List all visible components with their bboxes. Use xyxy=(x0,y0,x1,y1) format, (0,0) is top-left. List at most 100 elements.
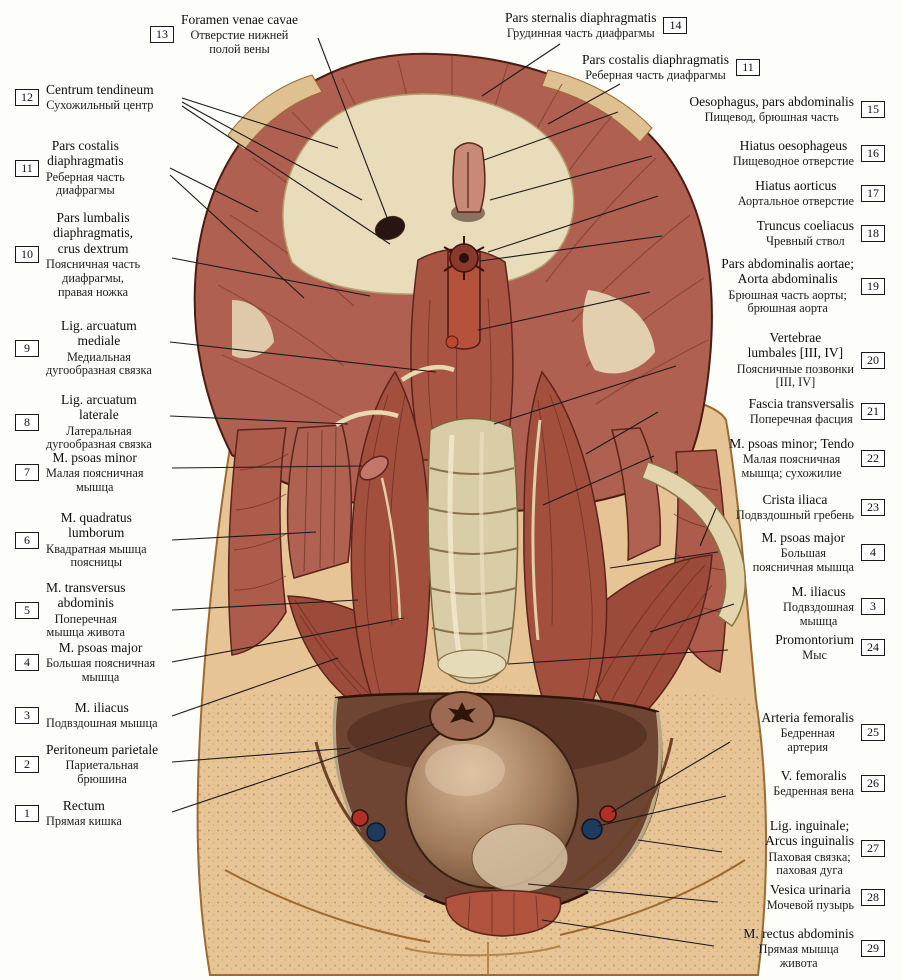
label-latin: M. rectus abdominis xyxy=(743,926,854,941)
transversus-abdominis-left xyxy=(227,427,289,656)
label-latin: M. quadratus lumborum xyxy=(60,510,132,541)
renal-branch xyxy=(445,335,459,349)
label-arteria-femoralis: Arteria femoralis Бедренная артерия 25 xyxy=(761,710,885,755)
label-number-box: 22 xyxy=(861,450,885,468)
label-number-box: 29 xyxy=(861,940,885,958)
label-number-box: 4 xyxy=(861,544,885,562)
label-russian: Квадратная мышца поясницы xyxy=(46,541,147,570)
label-latin: Centrum tendineum xyxy=(46,82,154,97)
label-russian: Поперечная мышца живота xyxy=(46,611,125,640)
label-number-box: 14 xyxy=(663,17,688,35)
label-latin: Rectum xyxy=(62,798,105,813)
label-number-box: 6 xyxy=(15,531,39,549)
label-russian: Поясничная часть диафрагмы, правая ножка xyxy=(46,256,141,299)
label-latin: Promontorium xyxy=(775,632,854,647)
label-russian: Латеральная дугообразная связка xyxy=(46,423,152,452)
label-number-box: 16 xyxy=(861,145,885,163)
label-russian: Подвздошная мышца xyxy=(46,716,158,731)
label-latin: M. psoas minor xyxy=(52,450,137,465)
label-latin: Lig. arcuatum mediale xyxy=(61,318,137,349)
label-russian: Паховая связка; паховая дуга xyxy=(768,849,851,878)
femoral-vein-right xyxy=(581,818,603,840)
label-latin: Lig. arcuatum laterale xyxy=(61,392,137,423)
label-number-box: 11 xyxy=(15,159,39,177)
label-number-box: 21 xyxy=(861,403,885,421)
psoas-minor-left xyxy=(359,455,402,621)
label-russian: Грудинная часть диафрагмы xyxy=(506,26,655,41)
label-latin: Hiatus aorticus xyxy=(755,178,837,193)
label-russian: Прямая мышца живота xyxy=(758,942,839,971)
label-number-box: 26 xyxy=(861,775,885,793)
label-latin: Foramen venae cavae xyxy=(181,12,298,27)
label-latin: V. femoralis xyxy=(780,768,847,783)
label-russian: Пищеводное отверстие xyxy=(732,154,854,169)
label-latin: M. psoas minor; Tendo xyxy=(729,436,854,451)
label-latin: Pars abdominalis aortae; Aorta abdominal… xyxy=(721,256,854,287)
label-peritoneum-parietale: 2 Peritoneum parietale Париетальная брюш… xyxy=(15,742,158,787)
label-lig-inguinale: Lig. inguinale; Arcus inguinalis Паховая… xyxy=(765,818,885,878)
label-russian: Чревный ствол xyxy=(766,234,845,249)
label-number-box: 19 xyxy=(861,277,885,295)
rectum xyxy=(429,691,495,741)
vertebral-column xyxy=(427,417,519,685)
label-number-box: 2 xyxy=(15,756,39,774)
label-russian: Подвздошная мышца xyxy=(783,600,854,629)
label-number-box: 27 xyxy=(861,839,885,857)
label-russian: Малая поясничная мышца xyxy=(46,466,144,495)
label-hiatus-aorticus: Hiatus aorticus Аортальное отверстие 17 xyxy=(738,178,885,209)
label-transversus-abdominis: 5 M. transversus abdominis Поперечная мы… xyxy=(15,580,126,640)
label-vesica-urinaria: Vesica urinaria Мочевой пузырь 28 xyxy=(767,882,885,913)
label-iliacus-right: M. iliacus Подвздошная мышца 3 xyxy=(783,584,885,629)
label-number-box: 24 xyxy=(861,639,885,657)
label-number-box: 17 xyxy=(861,185,885,203)
label-pars-lumbalis: 10 Pars lumbalis diaphragmatis, crus dex… xyxy=(15,210,140,299)
label-russian: Малая поясничная мышца; сухожилие xyxy=(741,452,842,481)
label-psoas-minor-right: M. psoas minor; Tendo Малая поясничная м… xyxy=(729,436,885,481)
label-russian: Отверстие нижней полой вены xyxy=(190,28,289,57)
label-latin: Arteria femoralis xyxy=(761,710,854,725)
femoral-artery-left xyxy=(351,809,369,827)
label-foramen-venae-cavae: 13 Foramen venae cavae Отверстие нижней … xyxy=(150,12,298,57)
label-pars-costalis-left: 11 Pars costalis diaphragmatis Реберная … xyxy=(15,138,125,198)
label-number-box: 9 xyxy=(15,339,39,357)
label-russian: Аортальное отверстие xyxy=(737,194,854,209)
label-latin: Crista iliaca xyxy=(762,492,828,507)
label-number-box: 12 xyxy=(15,89,39,107)
label-pars-costalis-right: Pars costalis diaphragmatis Реберная час… xyxy=(582,52,760,83)
label-latin: M. psoas major xyxy=(58,640,143,655)
label-latin: Oesophagus, pars abdominalis xyxy=(689,94,854,109)
label-latin: Pars costalis diaphragmatis xyxy=(47,138,124,169)
label-number-box: 8 xyxy=(15,413,39,431)
label-hiatus-oesophageus: Hiatus oesophageus Пищеводное отверстие … xyxy=(733,138,885,169)
label-russian: Мочевой пузырь xyxy=(766,898,854,913)
label-russian: Медиальная дугообразная связка xyxy=(46,349,152,378)
label-number-box: 20 xyxy=(861,351,885,369)
label-russian: Париетальная брюшина xyxy=(65,758,139,787)
label-number-box: 10 xyxy=(15,246,39,264)
label-number-box: 4 xyxy=(15,654,39,672)
psoas-minor-tendon-right xyxy=(531,419,542,641)
label-latin: Vertebrae lumbales [III, IV] xyxy=(747,330,844,361)
label-latin: Peritoneum parietale xyxy=(46,742,159,757)
label-psoas-minor-left: 7 M. psoas minor Малая поясничная мышца xyxy=(15,450,143,495)
label-russian: Брюшная часть аорты; брюшная аорта xyxy=(728,287,847,316)
bladder-fundus xyxy=(471,823,569,893)
label-number-box: 15 xyxy=(861,101,885,119)
label-number-box: 1 xyxy=(15,805,39,823)
promontorium xyxy=(437,649,507,679)
label-iliacus-left: 3 M. iliacus Подвздошная мышца xyxy=(15,700,158,731)
truncus-coeliacus xyxy=(443,236,485,280)
label-crista-iliaca: Crista iliaca Подвздошный гребень 23 xyxy=(736,492,885,523)
label-latin: M. psoas major xyxy=(761,530,846,545)
label-psoas-major-right: M. psoas major Большая поясничная мышца … xyxy=(753,530,885,575)
iliacus-right xyxy=(575,554,713,734)
femoral-vessels-left xyxy=(351,809,386,842)
label-pars-sternalis: Pars sternalis diaphragmatis Грудинная ч… xyxy=(505,10,688,41)
label-latin: M. iliacus xyxy=(791,584,846,599)
femoral-vein-left xyxy=(366,822,386,842)
label-oesophagus: Oesophagus, pars abdominalis Пищевод, бр… xyxy=(689,94,885,125)
label-promontorium: Promontorium Мыс 24 xyxy=(775,632,885,663)
label-russian: Мыс xyxy=(802,648,827,663)
label-russian: Сухожильный центр xyxy=(46,98,154,113)
